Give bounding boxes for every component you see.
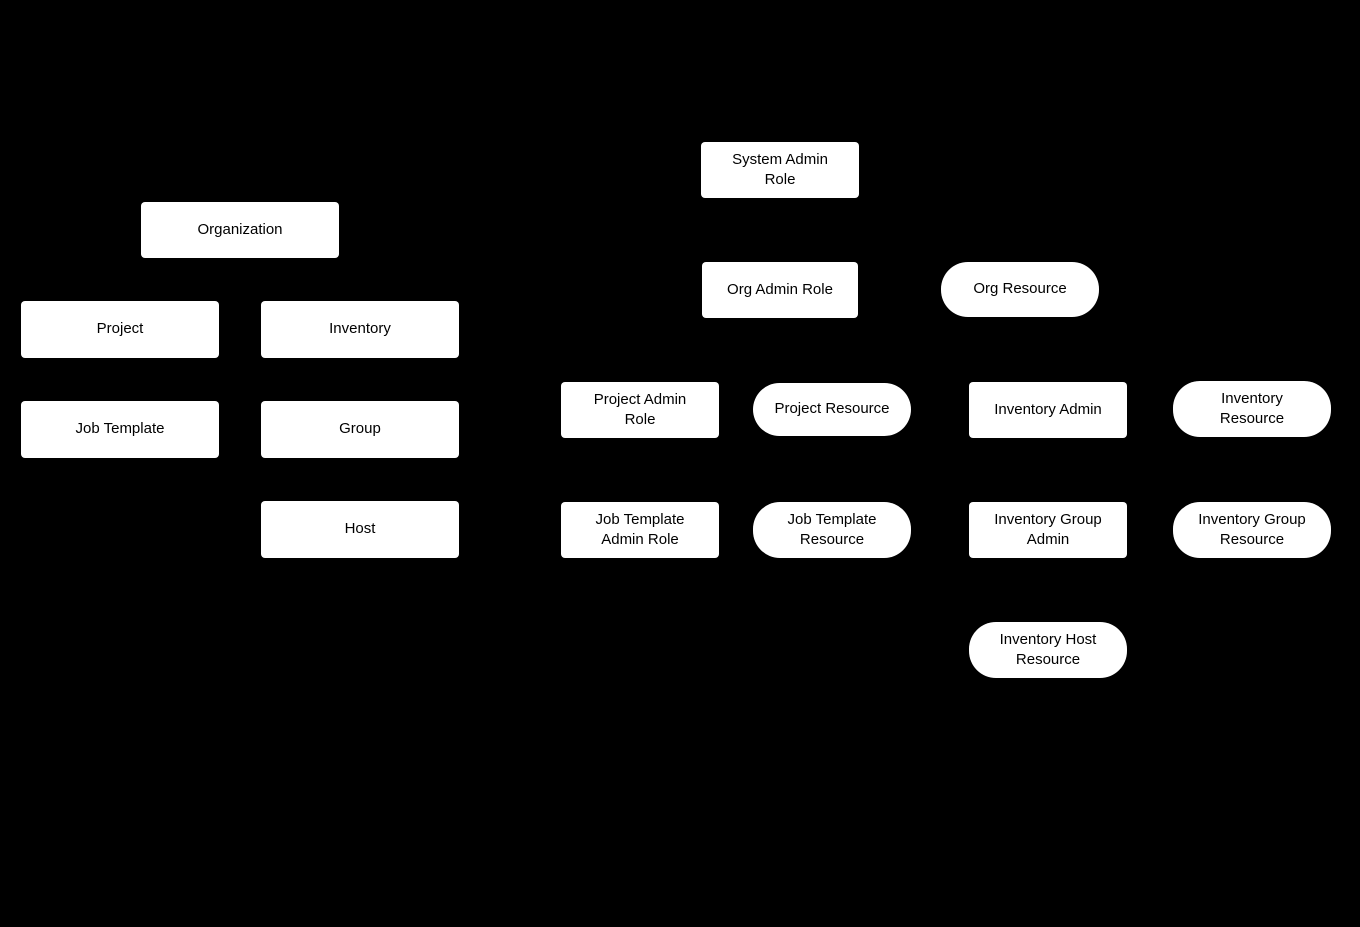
node-project-admin-role: Project Admin Role — [561, 382, 719, 438]
node-inventory-resource: Inventory Resource — [1173, 381, 1331, 437]
node-job-template-resource: Job Template Resource — [753, 502, 911, 558]
node-org-admin-role: Org Admin Role — [702, 262, 858, 318]
node-inventory-host-resource: Inventory Host Resource — [969, 622, 1127, 678]
node-job-template-admin-role: Job Template Admin Role — [561, 502, 719, 558]
node-inventory-admin: Inventory Admin — [969, 382, 1127, 438]
node-organization: Organization — [141, 202, 339, 258]
node-host: Host — [261, 501, 459, 558]
node-project: Project — [21, 301, 219, 358]
node-job-template: Job Template — [21, 401, 219, 458]
node-inventory-group-admin: Inventory Group Admin — [969, 502, 1127, 558]
node-inventory-group-resource: Inventory Group Resource — [1173, 502, 1331, 558]
node-group: Group — [261, 401, 459, 458]
node-system-admin-role: System Admin Role — [701, 142, 859, 198]
node-org-resource: Org Resource — [941, 262, 1099, 317]
node-project-resource: Project Resource — [753, 383, 911, 436]
node-inventory: Inventory — [261, 301, 459, 358]
